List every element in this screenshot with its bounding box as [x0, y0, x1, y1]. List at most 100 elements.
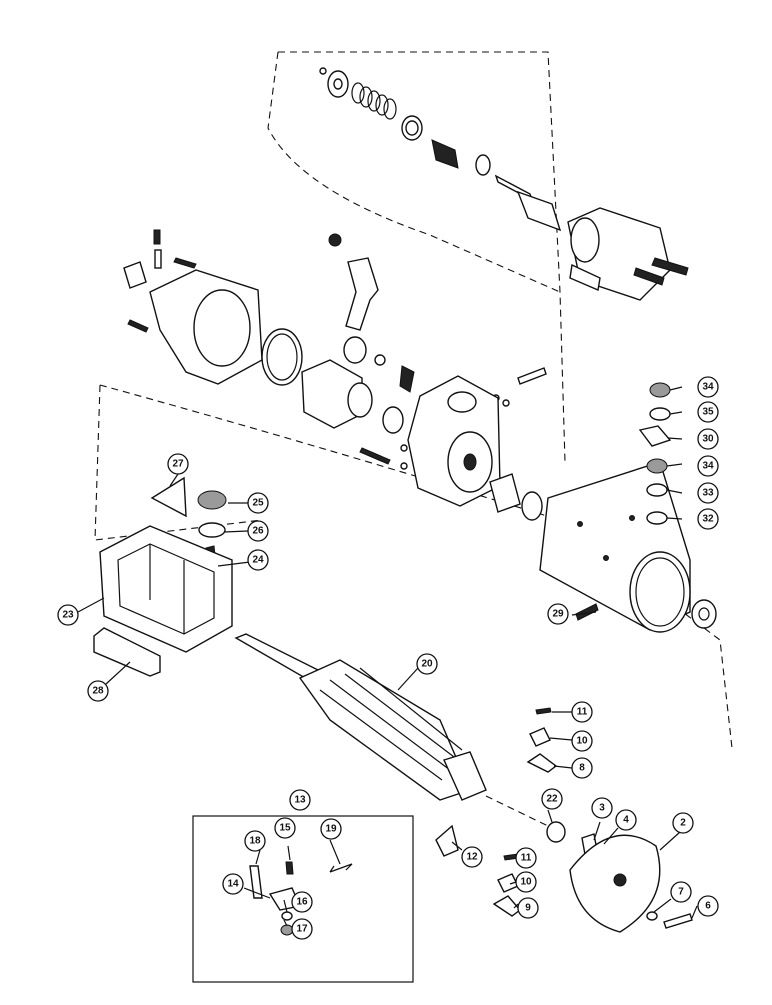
svg-text:2: 2 [680, 818, 686, 829]
rod-part [517, 367, 547, 385]
callout-32: 32 [697, 508, 719, 530]
terminal-stud-part [651, 257, 689, 276]
callout-33: 33 [697, 482, 719, 504]
callouts: 2 3 4 6 7 8 9 10 10 11 11 12 13 14 15 16… [57, 376, 719, 940]
callout-8: 8 [571, 757, 593, 779]
insulator-part-27 [150, 476, 187, 518]
svg-text:25: 25 [252, 498, 264, 509]
solenoid-assembly [319, 67, 689, 301]
washer-part-32 [646, 511, 668, 525]
callout-2: 2 [672, 812, 694, 834]
lockwasher-part-33 [646, 483, 668, 497]
lockwasher-part-16 [281, 911, 293, 921]
screw-part [173, 257, 197, 269]
callout-24: 24 [247, 549, 269, 571]
bushing-part-3 [489, 473, 521, 513]
pole-shoe-part-25 [197, 490, 227, 510]
svg-text:32: 32 [702, 514, 714, 525]
insulator-part-26 [198, 522, 226, 538]
brush-hardware [435, 707, 693, 933]
svg-text:19: 19 [325, 824, 337, 835]
svg-text:3: 3 [599, 803, 605, 814]
callout-11b: 11 [515, 847, 537, 869]
callout-3: 3 [591, 797, 613, 819]
callout-6: 6 [697, 895, 719, 917]
pin-part-18 [249, 865, 263, 899]
svg-text:8: 8 [579, 763, 585, 774]
svg-text:30: 30 [702, 434, 714, 445]
insulator-part-12 [435, 824, 459, 857]
gear-housing-assembly [359, 375, 543, 521]
svg-text:35: 35 [702, 407, 714, 418]
lockwasher-part-7 [646, 911, 658, 921]
svg-text:14: 14 [227, 879, 239, 890]
terminal-lug-part-30 [638, 425, 672, 447]
callout-35: 35 [697, 401, 719, 423]
nut-part [328, 233, 342, 247]
inset-frame [192, 815, 414, 983]
svg-text:17: 17 [296, 924, 308, 935]
svg-text:15: 15 [279, 823, 291, 834]
callout-16: 16 [291, 891, 313, 913]
svg-text:33: 33 [702, 488, 714, 499]
screw-part-29 [575, 603, 599, 621]
callout-26: 26 [247, 520, 269, 542]
callout-20: 20 [416, 653, 438, 675]
plunger-part [431, 139, 459, 169]
washer-part-3 [382, 406, 404, 434]
callout-28: 28 [87, 680, 109, 702]
bushing-part-2 [343, 336, 367, 364]
svg-text:10: 10 [520, 877, 532, 888]
sleeve-part [516, 190, 562, 232]
callout-22: 22 [541, 788, 563, 810]
svg-text:10: 10 [576, 736, 588, 747]
screw-part-15 [285, 861, 294, 875]
callout-4: 4 [615, 809, 637, 831]
callout-27: 27 [167, 453, 189, 475]
svg-text:27: 27 [172, 459, 184, 470]
bolt-part [359, 447, 391, 465]
callout-14: 14 [222, 873, 244, 895]
clip-part-10b [497, 873, 519, 893]
armature-core-part-20 [298, 659, 471, 801]
field-coils-part-23 [99, 525, 233, 653]
spring-part-19 [329, 863, 353, 873]
bracket-part [569, 263, 601, 291]
pin-part-2 [399, 365, 415, 393]
callout-19: 19 [320, 818, 342, 840]
svg-text:18: 18 [249, 836, 261, 847]
gasket-ring-part [261, 328, 303, 386]
nut-part-34b [646, 458, 668, 474]
svg-text:11: 11 [577, 707, 588, 718]
nut-part-17 [280, 924, 294, 936]
svg-text:34: 34 [702, 461, 714, 472]
lockwasher-part-35 [649, 407, 671, 421]
svg-text:12: 12 [466, 852, 478, 863]
callout-10a: 10 [571, 730, 593, 752]
callout-15: 15 [274, 817, 296, 839]
svg-text:34: 34 [702, 382, 714, 393]
callout-34a: 34 [697, 376, 719, 398]
clip-part-10a [529, 727, 551, 747]
svg-text:6: 6 [705, 901, 711, 912]
small-ring-part [319, 67, 327, 75]
callout-11a: 11 [571, 701, 593, 723]
svg-text:7: 7 [678, 887, 684, 898]
svg-text:13: 13 [294, 795, 306, 806]
washer-part-4 [521, 491, 543, 521]
callout-13: 13 [289, 789, 311, 811]
washer-part-2 [475, 154, 491, 176]
spring-part [351, 82, 397, 120]
callout-12: 12 [461, 846, 483, 868]
callout-29: 29 [547, 603, 569, 625]
callout-30: 30 [697, 428, 719, 450]
callout-17: 17 [291, 918, 313, 940]
washer-part-22 [546, 821, 566, 843]
svg-text:20: 20 [421, 659, 433, 670]
field-frame-assembly [539, 461, 717, 633]
commutator-part [443, 751, 487, 801]
svg-text:4: 4 [623, 815, 629, 826]
nut-part-34a [649, 382, 671, 398]
